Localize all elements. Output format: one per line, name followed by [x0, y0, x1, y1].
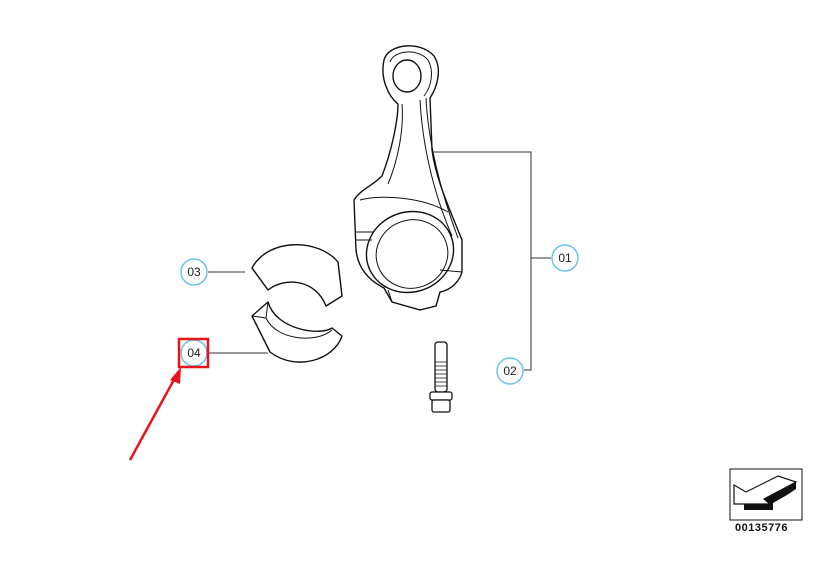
lower-bearing-shell-drawing[interactable]: [251, 301, 343, 363]
part-number: 00135776: [735, 522, 788, 534]
leader-lines: [208, 151, 551, 371]
highlight-box: [177, 337, 210, 369]
connecting-rod-drawing[interactable]: [353, 45, 465, 311]
callout-01-label: 01: [558, 251, 572, 265]
bolt-drawing[interactable]: [429, 341, 453, 413]
red-arrow-icon: [128, 367, 181, 461]
upper-bearing-shell-drawing[interactable]: [251, 244, 343, 307]
callout-04-label: 04: [187, 346, 201, 360]
callout-02-label: 02: [503, 364, 517, 378]
callout-01[interactable]: 01: [551, 244, 579, 272]
callout-03-label: 03: [187, 265, 201, 279]
navigation-arrow-icon[interactable]: [729, 468, 803, 521]
callout-04[interactable]: 04: [180, 339, 208, 367]
callout-02[interactable]: 02: [496, 357, 524, 385]
callout-03[interactable]: 03: [180, 258, 208, 286]
